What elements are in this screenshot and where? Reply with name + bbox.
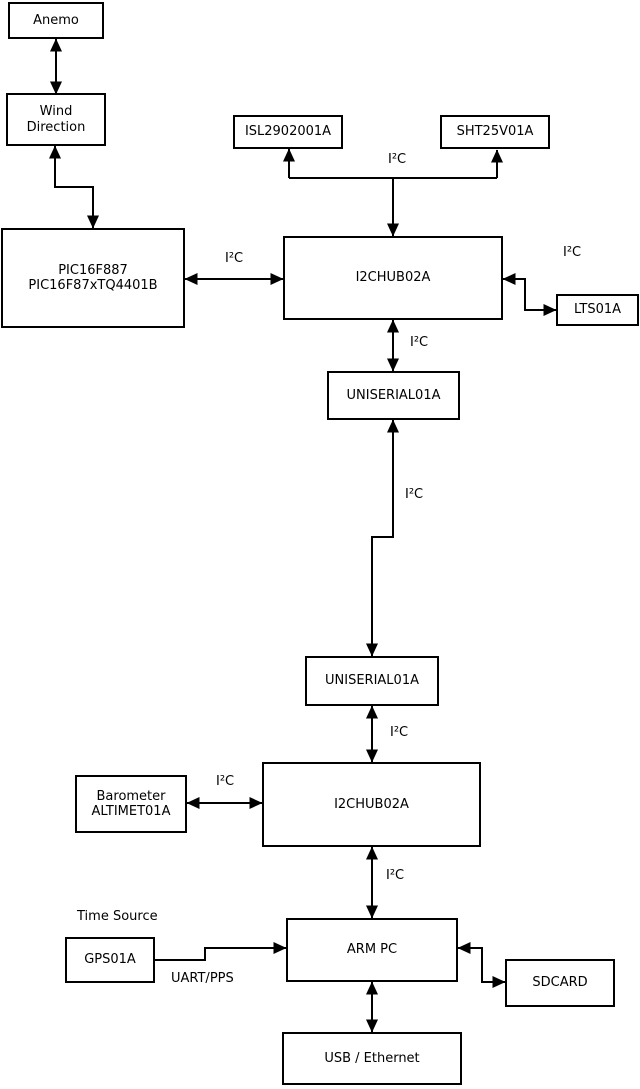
node-anemo[interactable]: Anemo <box>8 2 104 39</box>
edge-label-i2c-barometer: I²C <box>216 774 235 789</box>
edge-label-i2c-uniserial-link: I²C <box>405 487 424 502</box>
edge-label-i2c-uniserial-hub2: I²C <box>390 725 409 740</box>
node-isl2902001a-label: ISL2902001A <box>244 124 332 140</box>
node-uniserial-bottom-label: UNISERIAL01A <box>325 673 419 689</box>
edge-i2chub-top-lts01a <box>502 273 557 316</box>
node-anemo-label: Anemo <box>33 12 79 28</box>
node-pic-mcu[interactable]: PIC16F887 PIC16F87xTQ4401B <box>1 228 185 328</box>
node-lts01a-label: LTS01A <box>573 302 622 318</box>
node-gps01a[interactable]: GPS01A <box>65 937 155 983</box>
node-usb-ethernet[interactable]: USB / Ethernet <box>282 1032 462 1085</box>
node-pic-mcu-label: PIC16F887 PIC16F87xTQ4401B <box>28 262 158 293</box>
edge-armpc-sdcard <box>457 942 506 988</box>
edge-label-i2c-pic-hub: I²C <box>225 251 244 266</box>
node-barometer-label: Barometer ALTIMET01A <box>91 788 171 819</box>
node-i2chub-bottom[interactable]: I2CHUB02A <box>262 762 481 847</box>
node-isl2902001a[interactable]: ISL2902001A <box>233 115 343 149</box>
edge-label-uart-pps: UART/PPS <box>171 971 234 986</box>
node-uniserial-bottom[interactable]: UNISERIAL01A <box>305 656 439 706</box>
node-lts01a[interactable]: LTS01A <box>556 294 639 326</box>
node-gps01a-label: GPS01A <box>84 952 136 968</box>
edge-label-i2c-hub-lts: I²C <box>563 245 582 260</box>
node-i2chub-bottom-label: I2CHUB02A <box>334 796 409 812</box>
node-i2chub-top-label: I2CHUB02A <box>355 270 431 286</box>
edge-gps-armpc <box>155 942 287 961</box>
edge-label-i2c-hub2-armpc: I²C <box>386 868 405 883</box>
node-arm-pc[interactable]: ARM PC <box>286 918 458 982</box>
edge-label-i2c-sensors: I²C <box>388 152 407 167</box>
node-uniserial-top[interactable]: UNISERIAL01A <box>327 371 460 420</box>
edge-uniserial-top-uniserial-bottom <box>366 419 399 657</box>
node-uniserial-top-label: UNISERIAL01A <box>346 387 441 403</box>
node-usb-ethernet-label: USB / Ethernet <box>324 1050 420 1066</box>
node-sdcard-label: SDCARD <box>532 975 588 991</box>
node-arm-pc-label: ARM PC <box>346 942 398 958</box>
node-sht25v01a[interactable]: SHT25V01A <box>440 115 550 149</box>
node-sdcard[interactable]: SDCARD <box>505 959 615 1007</box>
label-time-source: Time Source <box>77 909 158 924</box>
node-wind-direction-label: Wind Direction <box>26 104 86 135</box>
node-wind-direction[interactable]: Wind Direction <box>6 93 106 146</box>
node-i2chub-top[interactable]: I2CHUB02A <box>283 236 503 320</box>
edge-label-i2c-hub-uniserial: I²C <box>410 335 429 350</box>
edge-wind-direction-pic <box>49 145 99 229</box>
node-sht25v01a-label: SHT25V01A <box>456 124 534 140</box>
node-barometer[interactable]: Barometer ALTIMET01A <box>75 775 187 833</box>
